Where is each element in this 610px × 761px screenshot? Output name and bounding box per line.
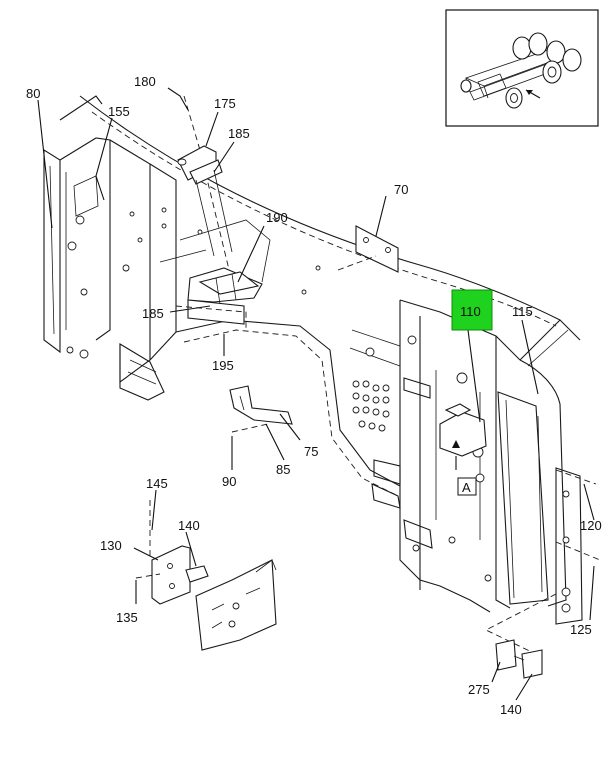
- lower-right-brackets-275-140: [484, 593, 557, 679]
- callout-155[interactable]: 155: [108, 104, 130, 119]
- part-110-bracket[interactable]: [439, 403, 487, 470]
- upper-bracket-175-185: [177, 95, 233, 283]
- callout-130[interactable]: 130: [100, 538, 122, 553]
- chassis-sketch: [460, 32, 582, 109]
- callout-135[interactable]: 135: [116, 610, 138, 625]
- callout-145[interactable]: 145: [146, 476, 168, 491]
- callout-110-highlight: [451, 289, 493, 331]
- callout-labels: 80 155 180 175 185 190 185 195 70 110 11…: [26, 74, 602, 717]
- bracket-75-85: [229, 385, 293, 433]
- center-bracket-190: [175, 267, 263, 330]
- callout-275[interactable]: 275: [468, 682, 490, 697]
- callout-70[interactable]: 70: [394, 182, 408, 197]
- callout-125[interactable]: 125: [570, 622, 592, 637]
- lower-left-bracket-130-140: [135, 500, 209, 605]
- callout-80[interactable]: 80: [26, 86, 40, 101]
- callout-185-lower[interactable]: 185: [142, 306, 164, 321]
- leader-lines: [37, 87, 595, 701]
- callout-110[interactable]: 110: [460, 304, 481, 319]
- callout-185-upper[interactable]: 185: [228, 126, 250, 141]
- callout-90[interactable]: 90: [222, 474, 236, 489]
- locator-arrow-icon: [526, 90, 533, 95]
- part-70-plate: [337, 225, 399, 273]
- view-a-arrow-icon: [452, 440, 460, 448]
- view-a-label[interactable]: A: [462, 480, 471, 495]
- callout-85[interactable]: 85: [276, 462, 290, 477]
- locator-inset: [445, 9, 599, 127]
- callout-190[interactable]: 190: [266, 210, 288, 225]
- lower-left-panel: [195, 559, 277, 651]
- crossmember-assembly: [43, 95, 601, 625]
- callout-75[interactable]: 75: [304, 444, 318, 459]
- view-a-box: [457, 477, 477, 496]
- callout-180[interactable]: 180: [134, 74, 156, 89]
- callout-140-left[interactable]: 140: [178, 518, 200, 533]
- callout-120[interactable]: 120: [580, 518, 602, 533]
- callout-140-right[interactable]: 140: [500, 702, 522, 717]
- callout-195[interactable]: 195: [212, 358, 234, 373]
- callout-115[interactable]: 115: [512, 304, 533, 319]
- callout-175[interactable]: 175: [214, 96, 236, 111]
